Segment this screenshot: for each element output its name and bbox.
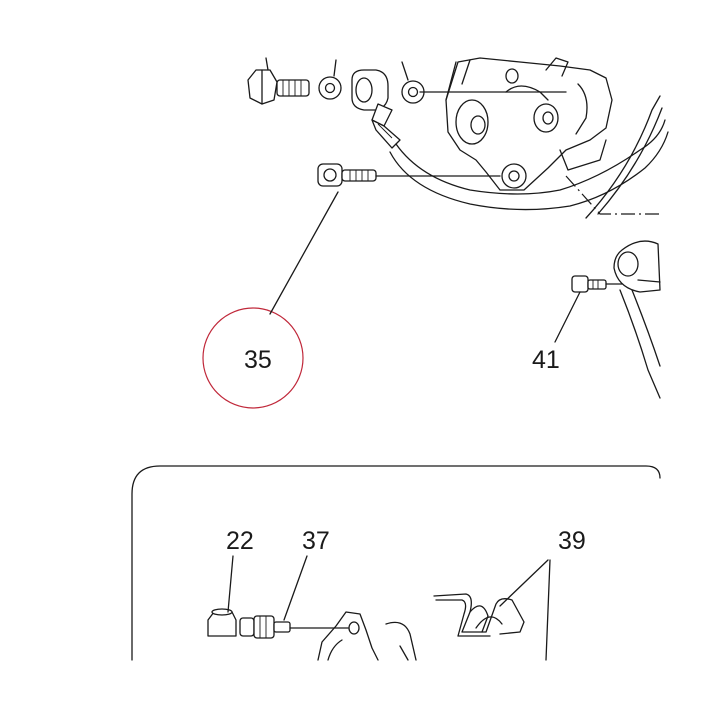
brake-caliper (419, 57, 613, 191)
bleed-valve (239, 555, 349, 639)
callout-label-35: 35 (244, 346, 272, 374)
callout-label-39: 39 (558, 527, 586, 555)
callout-label-22: 22 (226, 527, 254, 555)
banjo-fitting (351, 69, 401, 149)
banjo-bolt (247, 57, 310, 105)
bracket-bolt (571, 275, 623, 293)
sealing-washer-1 (318, 59, 342, 100)
callout-label-41: 41 (532, 346, 560, 374)
inset-caliper-partial (317, 611, 417, 661)
brake-hose (389, 119, 669, 211)
sealing-washer-2 (401, 61, 425, 104)
highlight-circle-35 (202, 307, 304, 409)
disc-edge (565, 95, 663, 219)
bleed-cap (207, 555, 237, 637)
pad-spring-clip (433, 559, 551, 661)
callout-label-37: 37 (302, 527, 330, 555)
caliper-mounting-bolt (317, 163, 501, 187)
inset-panel-frame (131, 465, 661, 661)
leader-line-35 (269, 191, 339, 315)
hose-bracket (613, 240, 661, 399)
leader-line-41 (554, 291, 581, 343)
